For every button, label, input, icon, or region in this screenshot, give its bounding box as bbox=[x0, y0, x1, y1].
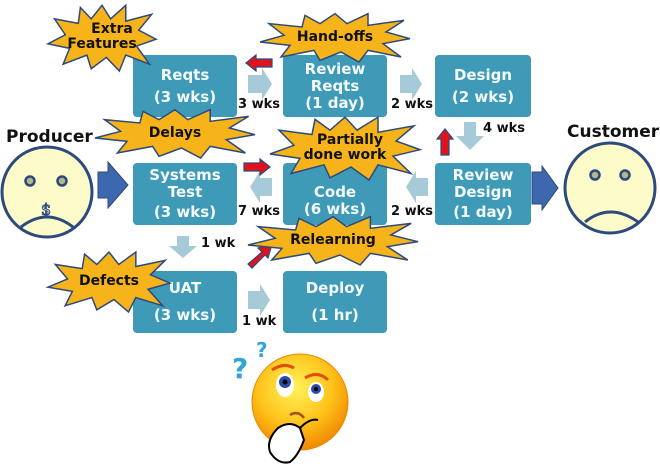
wait-review-design-code: 2 wks bbox=[391, 204, 433, 219]
waste-label: Defects bbox=[78, 272, 140, 289]
waste-label: Extra bbox=[91, 21, 133, 37]
step-design: Design (2 wks) bbox=[435, 55, 531, 117]
flow-arrow-design-to-review-design bbox=[456, 122, 484, 150]
waste-relearning: Relearning bbox=[248, 215, 418, 265]
waste-label: Delays bbox=[148, 124, 202, 141]
step-title-2: Design bbox=[453, 183, 513, 201]
flow-arrow-reqts-to-review-reqts bbox=[248, 68, 272, 100]
step-review-design: Review Design (1 day) bbox=[435, 163, 531, 225]
waste-label: Hand-offs bbox=[296, 28, 374, 45]
waste-hand-offs: Hand-offs bbox=[260, 12, 410, 62]
step-duration: (6 wks) bbox=[303, 200, 367, 218]
step-title: Review bbox=[304, 59, 366, 78]
producer-label: Producer bbox=[6, 127, 93, 147]
starburst-icon bbox=[48, 3, 156, 71]
step-deploy: Deploy (1 hr) bbox=[283, 271, 387, 333]
step-duration: (2 wks) bbox=[451, 87, 515, 106]
wait-uat-deploy: 1 wk bbox=[242, 314, 277, 329]
step-title: Reqts bbox=[160, 65, 210, 84]
loop-arrow-to-reqts bbox=[245, 53, 273, 73]
starburst-icon bbox=[48, 250, 170, 312]
starburst-icon bbox=[95, 108, 255, 158]
customer-label: Customer bbox=[567, 122, 660, 142]
waste-label-2: Features bbox=[67, 36, 137, 52]
step-duration: (1 day) bbox=[305, 93, 365, 112]
step-title: Design bbox=[453, 65, 513, 84]
flow-arrow-code-to-systems-test bbox=[250, 171, 272, 203]
step-duration: (3 wks) bbox=[153, 306, 217, 324]
waste-label: Partially bbox=[317, 131, 383, 148]
waste-label: Relearning bbox=[290, 231, 376, 248]
flow-arrow-systems-test-to-uat bbox=[169, 236, 197, 258]
step-systems-test: Systems Test (3 wks) bbox=[133, 163, 237, 225]
waste-defects: Defects bbox=[48, 250, 170, 312]
step-duration: (1 hr) bbox=[311, 306, 359, 324]
starburst-icon bbox=[270, 115, 420, 180]
wait-reqts-review-reqts: 3 wks bbox=[238, 97, 280, 112]
step-title-2: Reqts bbox=[310, 76, 360, 95]
starburst-icon bbox=[248, 215, 418, 265]
waste-delays: Delays bbox=[95, 108, 255, 158]
flow-arrow-review-reqts-to-design bbox=[400, 68, 422, 100]
step-title: Code bbox=[313, 183, 357, 201]
loop-arrow-to-code-from-uat bbox=[247, 243, 273, 269]
wait-code-systems-test: 7 wks bbox=[238, 204, 280, 219]
flow-arrow-review-design-to-code bbox=[406, 171, 428, 203]
step-title: Systems bbox=[149, 166, 221, 184]
wait-review-reqts-design: 2 wks bbox=[391, 97, 433, 112]
starburst-icon bbox=[260, 12, 410, 62]
step-title: UAT bbox=[168, 279, 202, 297]
loop-arrow-to-code bbox=[243, 157, 271, 177]
loop-arrow-to-design bbox=[435, 128, 455, 156]
step-title-2: Test bbox=[167, 183, 203, 201]
step-duration: (3 wks) bbox=[153, 203, 217, 221]
step-reqts: Reqts (3 wks) bbox=[133, 55, 237, 117]
step-duration: (3 wks) bbox=[153, 87, 217, 106]
producer-dollar-symbol: $ bbox=[40, 200, 52, 220]
wait-systems-test-uat: 1 wk bbox=[201, 236, 236, 251]
flow-arrow-uat-to-deploy bbox=[248, 284, 270, 316]
step-duration: (1 day) bbox=[453, 203, 513, 221]
step-title: Review bbox=[452, 166, 514, 184]
wait-design-review-design: 4 wks bbox=[483, 121, 525, 136]
step-review-reqts: Review Reqts (1 day) bbox=[283, 55, 387, 117]
review-design-to-customer-arrow bbox=[531, 164, 559, 212]
producer-to-systems-arrow bbox=[97, 160, 129, 210]
waste-label-2: done work bbox=[303, 146, 387, 163]
step-title: Deploy bbox=[305, 279, 365, 297]
